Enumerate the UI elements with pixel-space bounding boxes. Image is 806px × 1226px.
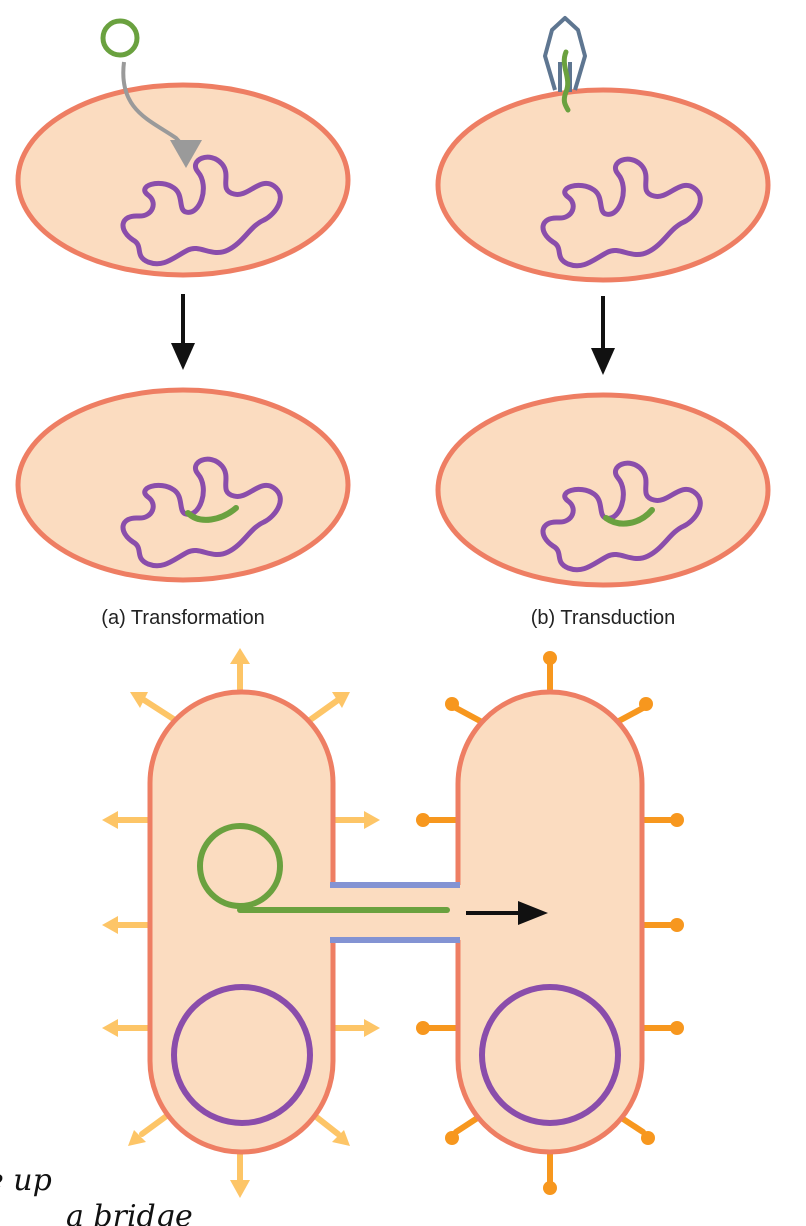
integrated-phage-dna [603,507,655,527]
transformation-panel: (a) Transformation [15,18,351,629]
f-plasmid [197,823,283,909]
transduction-panel: (b) Transduction [435,16,771,629]
transformation-step-arrow [171,294,195,370]
transduction-cell-after [435,392,771,588]
integrated-donor-dna [185,505,239,523]
transformation-label: (a) Transformation [101,607,264,629]
transfer-direction-arrow [466,901,548,925]
dna-uptake-arrow [121,61,202,168]
transformation-cell-after [15,387,351,583]
transduction-cell-before [435,87,771,283]
free-dna-plasmid [100,18,140,58]
handwritten-note-line1: e up [0,1163,52,1198]
phage-dna [561,49,571,113]
handwritten-note-line2: a bridge [66,1199,193,1226]
bacteriophage-icon [543,16,587,113]
conjugation-panel [102,648,684,1198]
transduction-label: (b) Transduction [531,607,676,629]
transduction-step-arrow [591,296,615,375]
transformation-cell-before [15,82,351,278]
recipient-chromosome [479,984,621,1126]
donor-chromosome [171,984,313,1126]
